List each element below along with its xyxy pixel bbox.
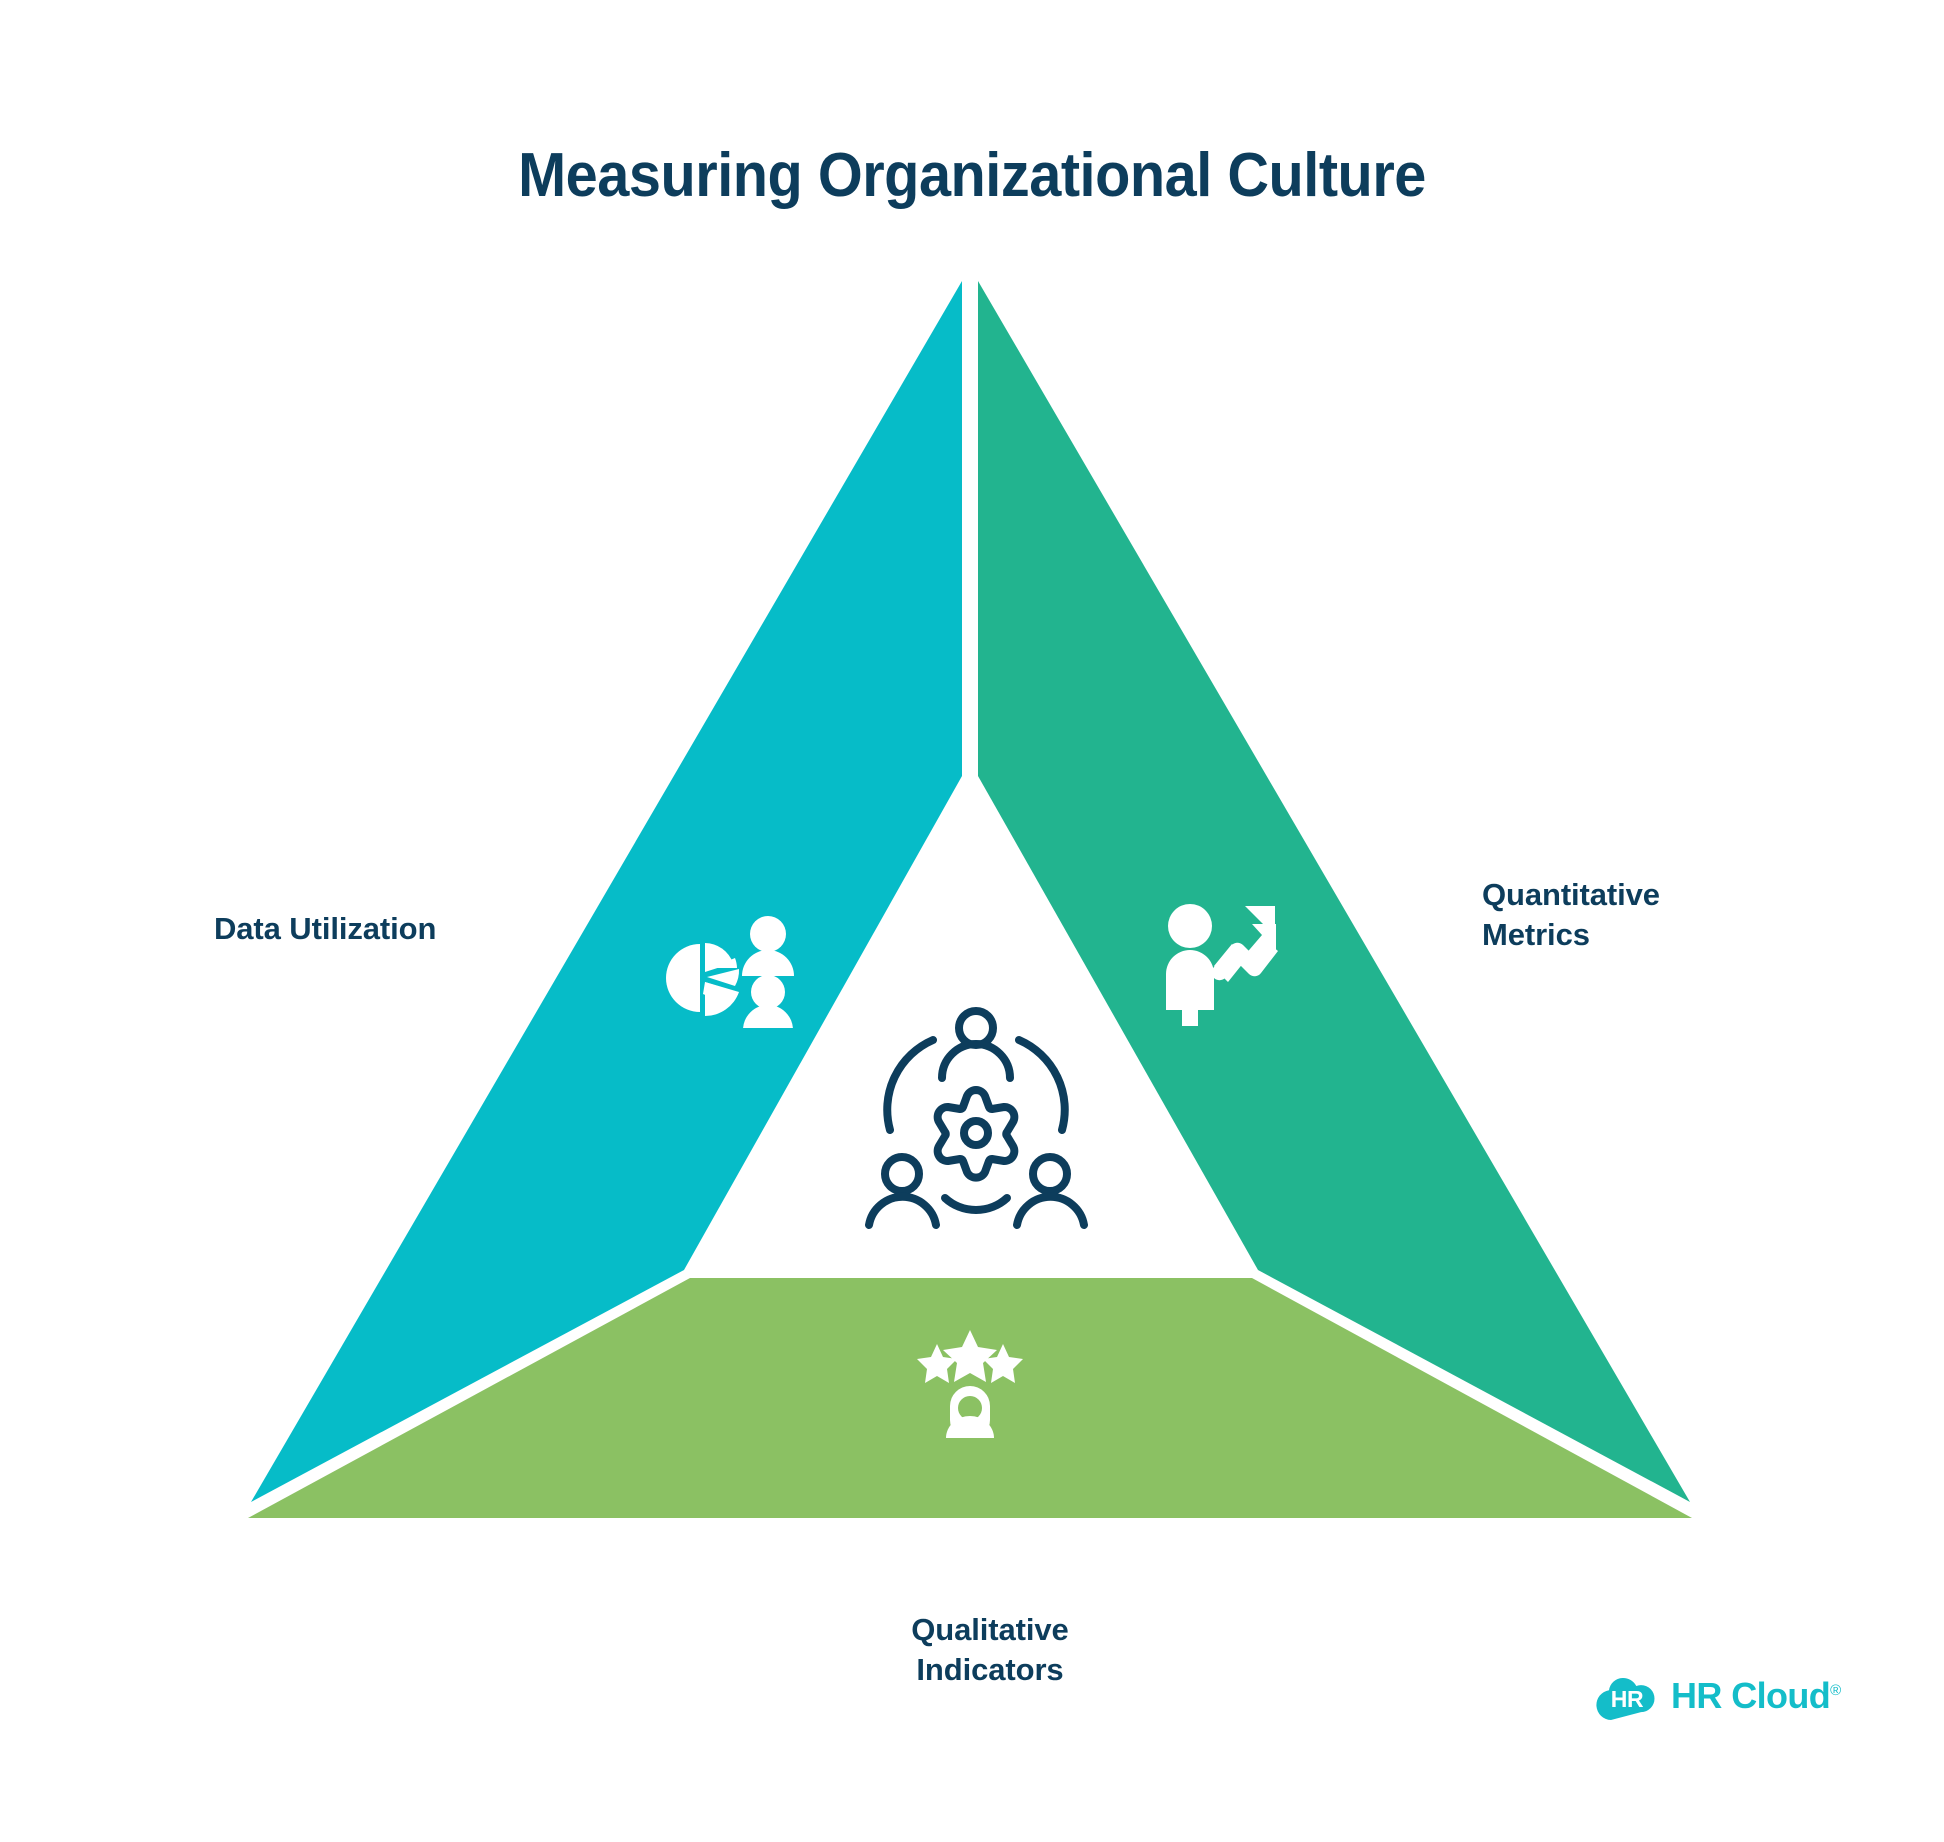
label-quantitative-metrics-line-2: Metrics: [1482, 916, 1590, 952]
segment-band-left[interactable]: [251, 281, 962, 1502]
label-quantitative-metrics-line-1: Quantitative: [1482, 877, 1660, 912]
page-title: Measuring Organizational Culture: [518, 141, 1426, 210]
registered-symbol: ®: [1830, 1682, 1841, 1699]
hr-cloud-logo[interactable]: HR HR Cloud®: [1595, 1665, 1841, 1727]
brand-name-text: HR Cloud: [1671, 1675, 1831, 1716]
brand-name: HR Cloud®: [1671, 1675, 1841, 1717]
label-quantitative-metrics: Quantitative Metrics: [1482, 875, 1812, 954]
segment-band-right[interactable]: [978, 281, 1690, 1502]
cloud-icon: HR: [1595, 1670, 1659, 1722]
label-qualitative-indicators-line-1: Qualitative: [911, 1612, 1069, 1647]
label-data-utilization-line-1: Data Utilization: [214, 911, 437, 946]
label-qualitative-indicators: Qualitative Indicators: [790, 1610, 1190, 1689]
logo-mark-text: HR: [1610, 1685, 1644, 1712]
people-around-gear-icon: [862, 1004, 1090, 1232]
label-data-utilization: Data Utilization: [214, 909, 544, 949]
label-qualitative-indicators-line-2: Indicators: [916, 1651, 1064, 1687]
